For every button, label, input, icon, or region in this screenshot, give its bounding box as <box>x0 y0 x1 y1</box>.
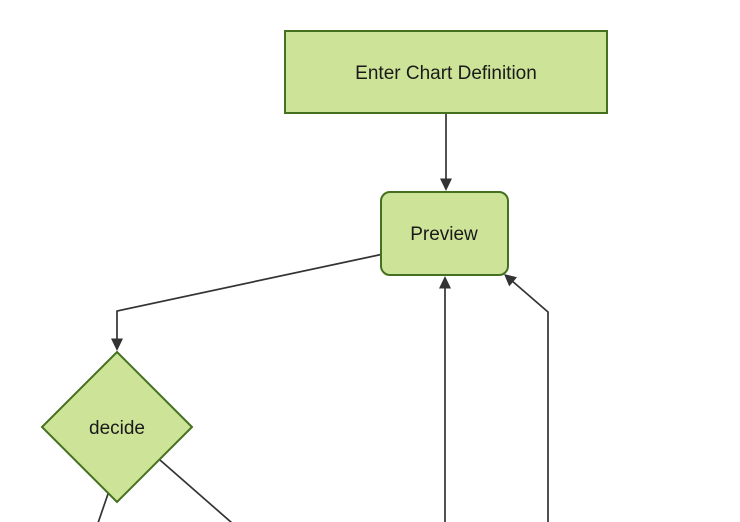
edge-line <box>510 279 549 522</box>
node-label: Preview <box>410 224 478 245</box>
edge-line <box>159 459 233 522</box>
node-label: decide <box>89 418 145 439</box>
edge-decide-offscreen-left <box>97 490 110 522</box>
arrowhead-icon <box>111 338 123 351</box>
node-label: Enter Chart Definition <box>355 63 537 84</box>
edge-enter-to-preview <box>440 113 452 191</box>
node-decide: decide <box>40 350 194 504</box>
node-enter-chart-definition: Enter Chart Definition <box>284 30 608 114</box>
edge-decide-offscreen-right <box>159 459 233 522</box>
arrowhead-icon <box>504 274 517 287</box>
edge-offscreen-to-preview-bottom <box>439 276 451 522</box>
node-rect <box>284 30 608 114</box>
node-diamond <box>40 350 194 504</box>
node-preview: Preview <box>380 191 509 276</box>
arrowhead-icon <box>440 178 452 191</box>
edge-offscreen-to-preview-corner <box>504 274 549 522</box>
node-rounded-rect <box>380 191 509 276</box>
arrowhead-icon <box>439 276 451 289</box>
edge-preview-to-decide <box>111 253 382 351</box>
edge-line <box>116 253 382 340</box>
edge-line <box>97 490 110 522</box>
